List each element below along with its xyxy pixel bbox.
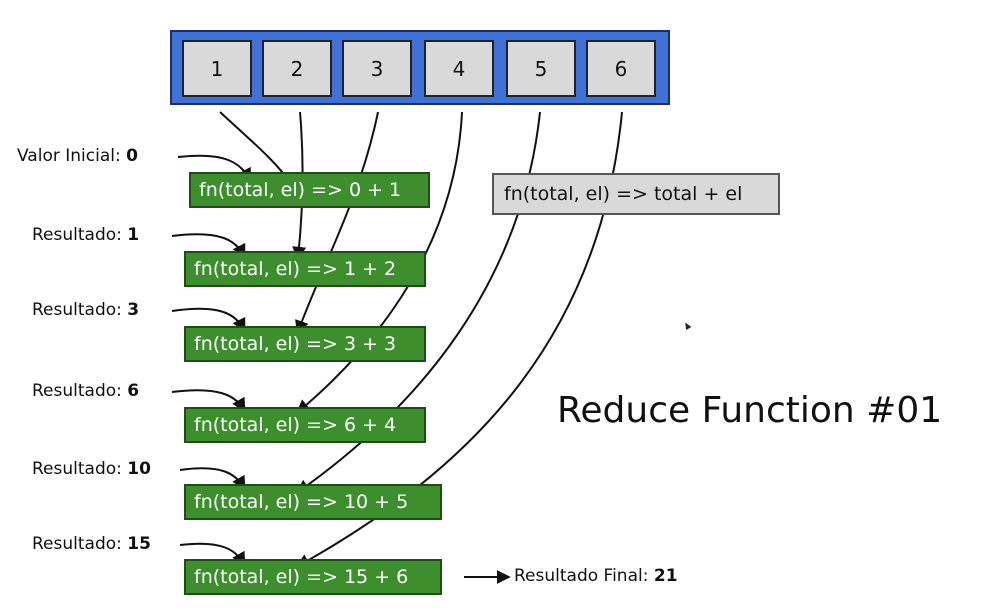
- result-label-3: Resultado: 6: [32, 381, 140, 401]
- result-label-2: Resultado: 3: [32, 300, 140, 320]
- result-label-1: Resultado: 1: [32, 225, 140, 245]
- arrow-acc-3: [171, 389, 246, 413]
- array-cell-1: 1: [182, 40, 252, 97]
- final-result-label: Resultado Final: 21: [514, 566, 678, 586]
- result-label-5: Resultado: 15: [32, 534, 151, 554]
- step-box-1: fn(total, el) => 0 + 1: [189, 172, 430, 208]
- step-box-2: fn(total, el) => 1 + 2: [184, 251, 426, 287]
- step-box-3: fn(total, el) => 3 + 3: [184, 326, 426, 362]
- initial-value-label: Valor Inicial: 0: [17, 146, 138, 166]
- step-box-5: fn(total, el) => 10 + 5: [184, 484, 442, 520]
- array-cell-2: 2: [262, 40, 332, 97]
- arrow-el-3: [295, 111, 379, 335]
- step-box-6: fn(total, el) => 15 + 6: [184, 559, 442, 595]
- result-label-4: Resultado: 10: [32, 459, 151, 479]
- array-cell-3: 3: [342, 40, 412, 97]
- array-cell-5: 5: [506, 40, 576, 97]
- array-cell-6: 6: [586, 40, 656, 97]
- step-box-4: fn(total, el) => 6 + 4: [184, 407, 426, 443]
- array-cell-4: 4: [424, 40, 494, 97]
- diagram-title: Reduce Function #01: [557, 390, 943, 431]
- arrow-el-4: [295, 111, 463, 414]
- array-container: 1 2 3 4 5 6: [170, 30, 670, 105]
- callback-signature-box: fn(total, el) => total + el: [492, 173, 780, 215]
- arrow-acc-2: [171, 307, 246, 333]
